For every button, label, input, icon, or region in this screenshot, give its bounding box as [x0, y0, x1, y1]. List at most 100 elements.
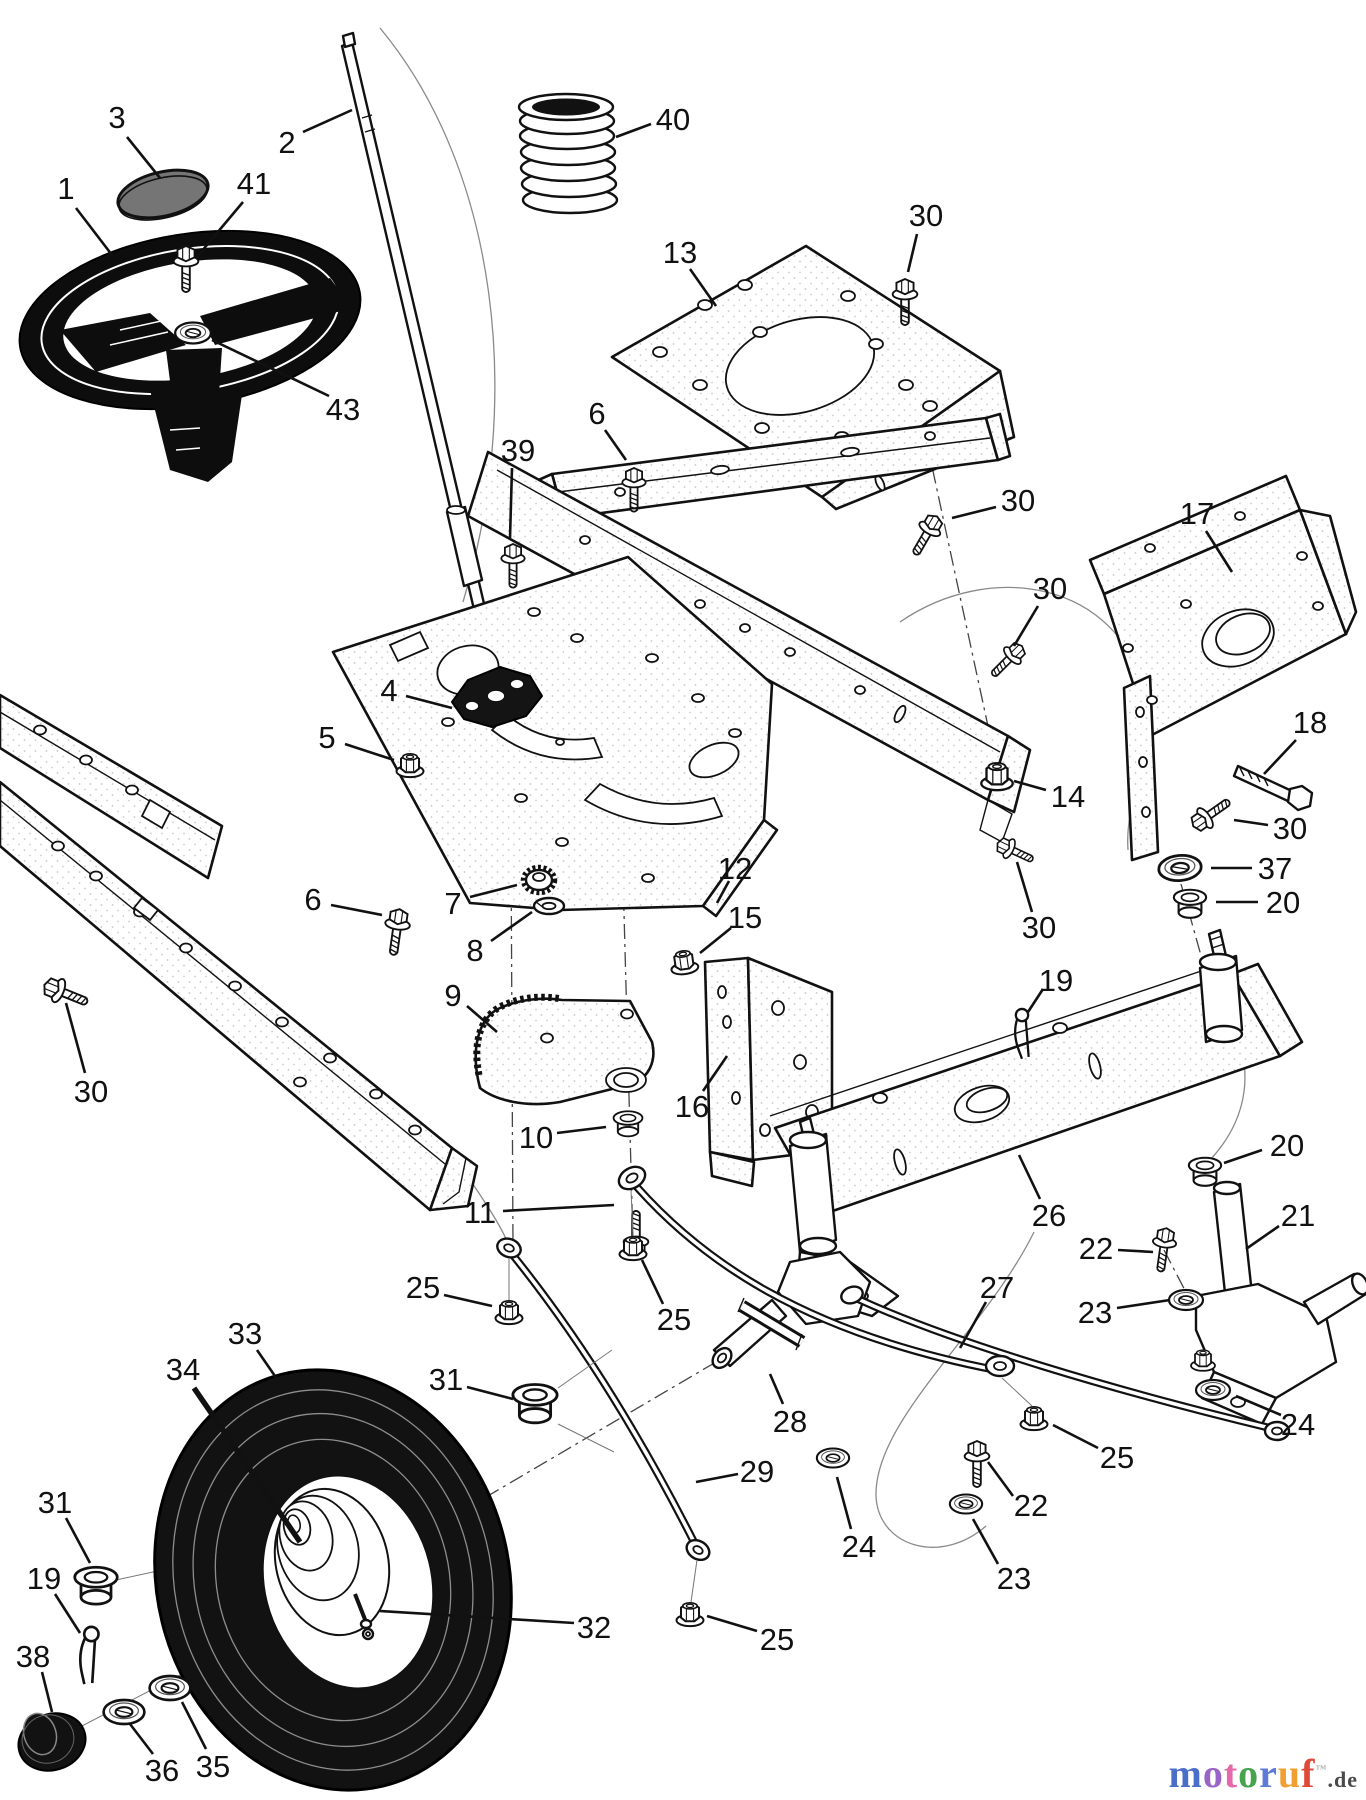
leader-line-14-15: [1013, 779, 1047, 792]
leader-line-40-5: [615, 122, 652, 139]
bolt-30c: [984, 637, 1031, 684]
leader-line-12-21: [715, 880, 731, 904]
part-label-19: 19: [27, 1561, 61, 1596]
part-label-36: 36: [145, 1753, 179, 1788]
leader-line-25-41: [640, 1259, 665, 1305]
leader-line-30-11: [951, 505, 997, 520]
part-label-16: 16: [675, 1089, 709, 1124]
cotter-pin-19b: [75, 1624, 102, 1687]
leader-line-19-46: [53, 1593, 82, 1634]
washer-35: [148, 1674, 192, 1702]
leader-line-30-12: [1012, 605, 1040, 647]
bolt-22b: [963, 1440, 991, 1489]
leader-line-34-43: [191, 1386, 303, 1544]
leader-line-8-26: [490, 910, 533, 943]
logo-letter: o: [1202, 1751, 1224, 1796]
leader-line-29-49: [695, 1472, 739, 1484]
part-label-30: 30: [1273, 811, 1307, 846]
part-label-30: 30: [74, 1074, 108, 1109]
motoruf-logo[interactable]: motoruf™.de: [1169, 1754, 1359, 1794]
part-label-40: 40: [656, 102, 690, 137]
steering-floor-pan: [331, 555, 779, 918]
part-label-10: 10: [519, 1120, 553, 1155]
leader-line-4-13: [405, 694, 453, 710]
part-label-9: 9: [444, 978, 461, 1013]
leader-line-19-23: [1026, 988, 1045, 1013]
part-label-24: 24: [1281, 1407, 1315, 1442]
part-label-1: 1: [57, 171, 74, 206]
sector-gear: [473, 993, 655, 1106]
washer-24a: [1194, 1378, 1232, 1402]
part-label-21: 21: [1281, 1198, 1315, 1233]
part-label-24: 24: [842, 1529, 876, 1564]
part-label-26: 26: [1032, 1198, 1066, 1233]
part-label-27: 27: [980, 1270, 1014, 1305]
part-label-7: 7: [444, 886, 461, 921]
leader-line-27-39: [958, 1301, 988, 1349]
leader-line-16-29: [701, 1055, 729, 1092]
frame-rail-left-lower: [0, 780, 479, 1212]
support-bracket-16: [703, 956, 834, 1188]
bolt-22a: [1147, 1225, 1179, 1274]
part-label-33: 33: [228, 1316, 262, 1351]
leader-line-24-51: [835, 1476, 853, 1530]
part-label-6: 6: [588, 396, 605, 431]
phantom-curve-bottom: [875, 1231, 1035, 1548]
part-label-41: 41: [237, 166, 271, 201]
front-wheel: [153, 1368, 513, 1792]
washer-23a: [1167, 1288, 1205, 1312]
part-label-35: 35: [196, 1749, 230, 1784]
part-label-30: 30: [1033, 571, 1067, 606]
part-label-11: 11: [464, 1195, 496, 1230]
leader-line-17-8: [1204, 530, 1234, 573]
leader-line-9-27: [466, 1005, 498, 1033]
axis-seat-bolt: [902, 331, 998, 769]
logo-letter: u: [1277, 1751, 1302, 1796]
part-label-30: 30: [909, 198, 943, 233]
bushing-10: [612, 1110, 644, 1138]
part-label-2: 2: [278, 125, 295, 160]
part-label-8: 8: [466, 933, 483, 968]
leader-line-18-16: [1263, 739, 1297, 775]
nut-25b: [494, 1299, 524, 1326]
leader-line-30-28: [64, 1002, 87, 1074]
leader-line-25-54: [706, 1614, 758, 1633]
part-label-19: 19: [1039, 963, 1073, 998]
steering-coupler: [451, 666, 543, 728]
washer-23b: [948, 1493, 984, 1515]
leader-line-22-35: [1117, 1248, 1154, 1254]
frame-rail-left-upper: [0, 693, 224, 880]
leader-line-15-24: [699, 926, 732, 955]
part-label-18: 18: [1293, 705, 1327, 740]
part-label-37: 37: [1258, 851, 1292, 886]
part-label-31: 31: [429, 1362, 463, 1397]
tie-rod-28: [617, 1165, 1016, 1378]
leader-line-31-44: [466, 1385, 514, 1401]
part-label-34: 34: [166, 1352, 200, 1387]
leader-line-31-45: [64, 1517, 92, 1564]
spindle-right: [1194, 1180, 1366, 1426]
part-label-30: 30: [1001, 483, 1035, 518]
leader-line-1-0: [74, 207, 114, 256]
part-label-23: 23: [1078, 1295, 1112, 1330]
nut-15: [668, 948, 701, 977]
leader-line-39-10: [508, 467, 514, 539]
logo-letter: o: [1238, 1751, 1260, 1796]
leader-line-5-14: [344, 742, 395, 762]
lock-washer: [532, 896, 566, 916]
washer-36: [102, 1698, 146, 1726]
column-boot-spring: [517, 92, 619, 215]
axle-bracket-17: [1088, 474, 1358, 862]
steering-shaft: [340, 31, 488, 620]
drag-link-29: [496, 1237, 711, 1562]
leader-line-13-6: [688, 268, 718, 307]
logo-letter: m: [1168, 1751, 1203, 1796]
bolt-18: [1232, 764, 1314, 812]
part-label-17: 17: [1180, 496, 1214, 531]
leader-line-38-47: [40, 1671, 54, 1713]
leader-line-36-55: [128, 1723, 155, 1755]
part-label-3: 3: [108, 100, 125, 135]
leader-line-22-52: [986, 1461, 1015, 1497]
part-label-28: 28: [773, 1404, 807, 1439]
part-label-43: 43: [326, 392, 360, 427]
